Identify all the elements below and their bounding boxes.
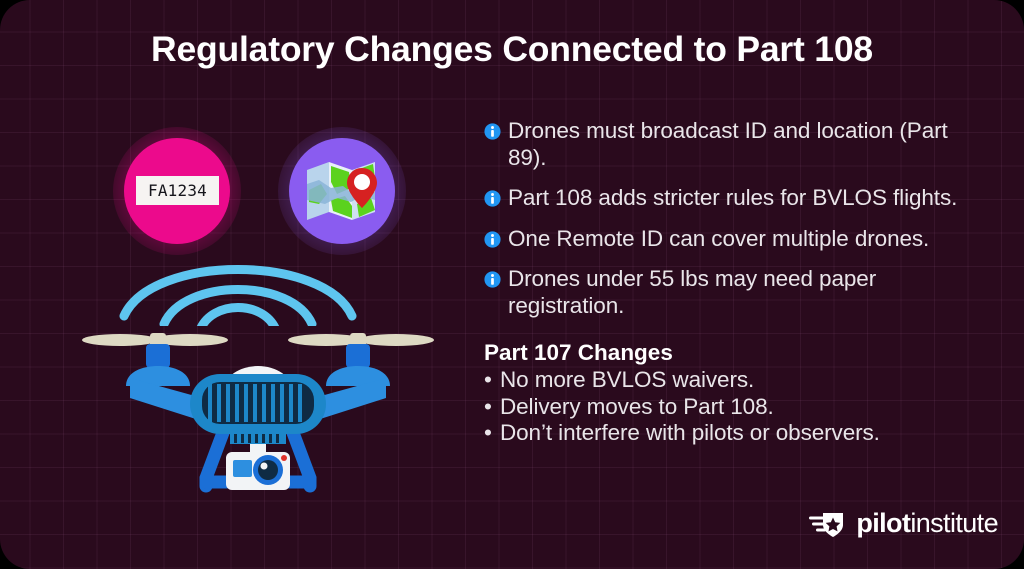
drone-illustration: FA1234 [58, 110, 478, 510]
section-heading: Part 107 Changes [484, 340, 673, 365]
list-item-label: Drones must broadcast ID and location (P… [508, 118, 948, 170]
part-107-changes-section: Part 107 Changes • No more BVLOS waivers… [484, 339, 984, 447]
list-item: Drones must broadcast ID and location (P… [484, 118, 984, 171]
list-item: • No more BVLOS waivers. [484, 367, 984, 394]
map-pin-icon [307, 162, 377, 220]
list-item: One Remote ID can cover multiple drones. [484, 226, 984, 253]
logo-word-pilot: pilot [856, 508, 911, 538]
bullet-dot: • [484, 420, 492, 445]
remote-id-plate: FA1234 [136, 176, 219, 205]
remote-id-plate-label: FA1234 [148, 181, 207, 200]
list-item-label: Delivery moves to Part 108. [500, 393, 774, 419]
logo-word-institute: institute [910, 508, 998, 538]
drone-camera-icon [226, 452, 290, 490]
content-column: Drones must broadcast ID and location (P… [484, 118, 984, 447]
broadcast-waves-icon [119, 265, 357, 326]
list-item-label: Don’t interfere with pilots or observers… [500, 420, 880, 445]
list-item: • Don’t interfere with pilots or observe… [484, 420, 984, 447]
map-badge-circle [289, 138, 395, 244]
bullet-dot: • [484, 393, 492, 419]
list-item-label: Drones under 55 lbs may need paper regis… [508, 266, 877, 318]
list-item-label: One Remote ID can cover multiple drones. [508, 225, 930, 251]
brand-logo: pilotinstitute [809, 508, 999, 539]
info-circle-icon [484, 123, 501, 140]
page-title: Regulatory Changes Connected to Part 108 [151, 29, 873, 69]
logo-wordmark: pilotinstitute [856, 508, 998, 539]
list-item: Part 108 adds stricter rules for BVLOS f… [484, 185, 984, 212]
list-item: • Delivery moves to Part 108. [484, 394, 984, 421]
list-item-label: Part 108 adds stricter rules for BVLOS f… [508, 185, 958, 210]
bullet-dot: • [484, 367, 492, 392]
info-circle-icon [484, 271, 501, 288]
winged-shield-star-icon [809, 512, 844, 537]
info-list: Drones must broadcast ID and location (P… [484, 118, 984, 319]
list-item-label: No more BVLOS waivers. [500, 367, 755, 392]
info-circle-icon [484, 230, 501, 248]
list-item: Drones under 55 lbs may need paper regis… [484, 266, 984, 319]
quadcopter-drone-icon [82, 333, 434, 493]
info-circle-icon [484, 190, 501, 207]
